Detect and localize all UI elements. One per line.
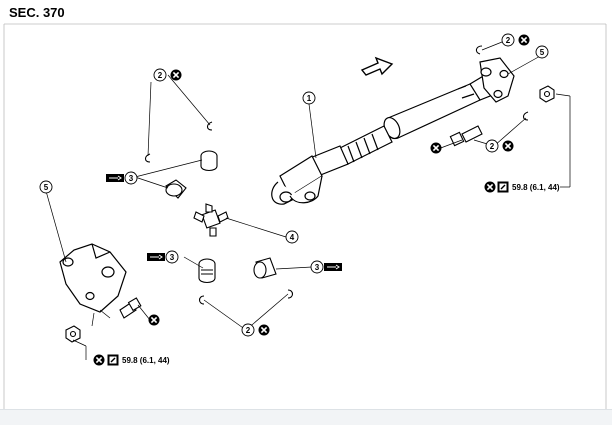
- footer-bar: [0, 409, 612, 425]
- rear-nut: [539, 85, 555, 103]
- snap-rings-lower: [198, 289, 294, 305]
- propeller-shaft: [271, 57, 515, 205]
- callout-1: [302, 91, 316, 105]
- front-nut: [65, 325, 81, 343]
- section-title: SEC. 370: [9, 5, 65, 20]
- front-flange-yoke: [59, 243, 127, 313]
- rear-bolt: [449, 125, 483, 147]
- callout-2-lower-label: 2: [246, 326, 251, 335]
- cross-circle-icon: [429, 141, 443, 155]
- callout-5-rear-label: 5: [540, 48, 545, 57]
- callout-5-rear: [535, 45, 549, 59]
- cross-circle-icon: [92, 353, 106, 367]
- callout-5-front: [39, 180, 53, 194]
- cross-circle-icon: [483, 180, 497, 194]
- cross-circle-icon: [257, 323, 271, 337]
- callout-3-left: [124, 171, 138, 185]
- rear-torque-value: 59.8 (6.1, 44): [512, 183, 560, 192]
- callout-2-rear-top: [501, 33, 515, 47]
- callout-2-rear-bottom: [485, 139, 499, 153]
- cross-circle-icon: [517, 33, 531, 47]
- journal-bearing-lower: [198, 258, 216, 284]
- front-arrow-icon: [360, 56, 394, 76]
- callout-2-rear-top-label: 2: [506, 36, 511, 45]
- callout-4: [285, 230, 299, 244]
- callout-3-left-label: 3: [129, 174, 134, 183]
- rear-snap-rings: [475, 45, 529, 121]
- cross-circle-icon: [147, 313, 161, 327]
- callout-2-lower: [241, 323, 255, 337]
- callout-4-label: 4: [290, 233, 295, 242]
- grease-icon: [323, 262, 343, 272]
- callout-2-rear-bottom-label: 2: [490, 142, 495, 151]
- callout-3-lower-label: 3: [170, 253, 175, 262]
- callout-3-right-label: 3: [315, 263, 320, 272]
- torque-wrench-icon: [496, 180, 510, 194]
- cross-circle-icon: [169, 68, 183, 82]
- grease-icon: [146, 252, 166, 262]
- callout-2-upper-label: 2: [158, 71, 163, 80]
- cross-circle-icon: [501, 139, 515, 153]
- snap-rings-upper: [144, 121, 213, 163]
- front-torque-value: 59.8 (6.1, 44): [122, 356, 170, 365]
- journal-bearing-left: [165, 179, 187, 199]
- callout-3-right: [310, 260, 324, 274]
- journal-bearing-right: [253, 257, 277, 279]
- torque-wrench-icon: [106, 353, 120, 367]
- callout-3-lower: [165, 250, 179, 264]
- callout-1-label: 1: [307, 94, 312, 103]
- leader-lines: [45, 41, 571, 360]
- callout-5-front-label: 5: [44, 183, 49, 192]
- journal: [193, 203, 229, 237]
- front-bolt: [119, 297, 142, 319]
- journal-bearing-upper: [200, 150, 218, 172]
- grease-icon: [105, 173, 125, 183]
- callout-2-upper: [153, 68, 167, 82]
